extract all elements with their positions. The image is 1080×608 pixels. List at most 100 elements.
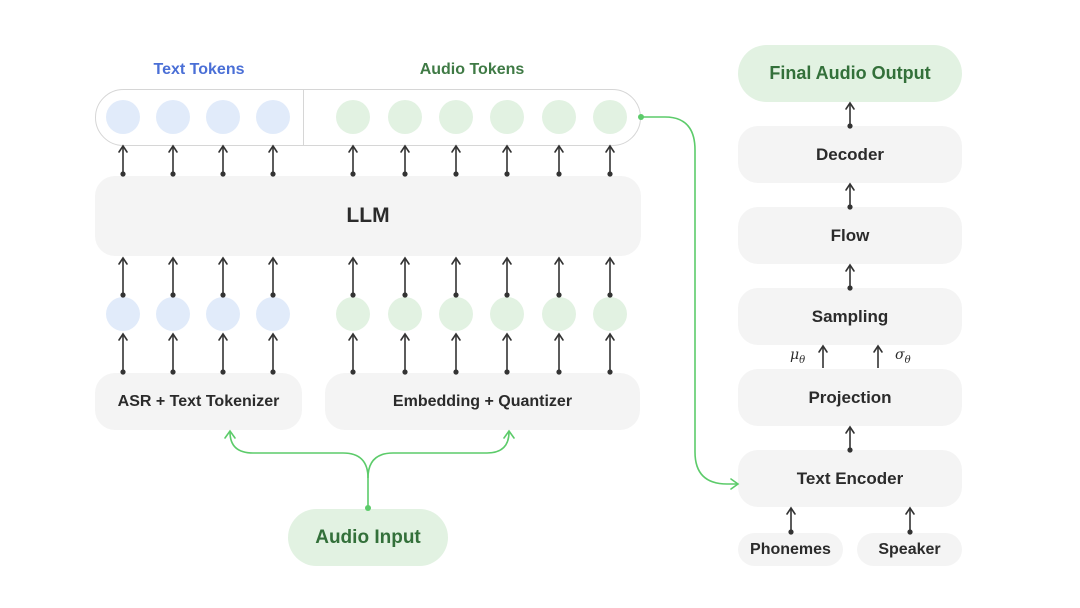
audio-input-to-embedding-connector [367,431,510,479]
asr-text-tokenizer-block: ASR + Text Tokenizer [95,373,302,430]
tokenizer-to-input-token-arrow-tail-dot [220,369,226,375]
output-audio-token [439,100,473,134]
decoder-block: Decoder [738,126,962,183]
audio-input-label: Audio Input [315,526,421,548]
tokenizer-to-input-token-arrow-tail-dot [402,369,408,375]
llm-to-output-token-arrow-head [218,144,228,153]
llm-to-output-token-arrow-tail-dot [607,171,613,177]
embedding-quantizer-label: Embedding + Quantizer [392,392,573,410]
output-audio-token [388,100,422,134]
phonemes-to-encoder-arrow-head [786,506,796,515]
text-encoder-to-projection-arrow-tail-dot [847,447,853,453]
input-token-to-llm-arrow-head [400,256,410,265]
output-audio-token [542,100,576,134]
llm-to-output-token-arrow-head [400,144,410,153]
decoder-label: Decoder [815,144,885,164]
sigma-symbol: σ [895,347,905,363]
tokenizer-to-input-token-arrow-head [451,332,461,341]
input-audio-token [593,297,627,331]
audio-input-block: Audio Input [288,509,448,566]
sigma-theta-label: σθ [895,347,911,366]
projection-label: Projection [808,387,892,407]
asr-arrow-head [224,429,236,439]
input-token-to-llm-arrow-tail-dot [607,292,613,298]
input-token-to-llm-arrow-head [502,256,512,265]
decoder-to-output-arrow-head [845,101,855,110]
audio-tokens-label: Audio Tokens [419,61,525,78]
tokenizer-to-input-token-arrow-tail-dot [556,369,562,375]
speaker-block: Speaker [857,533,962,566]
llm-to-output-token-arrow-tail-dot [504,171,510,177]
llm-to-output-token-arrow-tail-dot [556,171,562,177]
final-audio-output-label: Final Audio Output [769,63,931,83]
input-text-token [256,297,290,331]
phonemes-label: Phonemes [750,540,831,558]
input-token-to-llm-arrow-tail-dot [120,292,126,298]
final-audio-output-block: Final Audio Output [738,45,962,102]
input-text-token [156,297,190,331]
llm-to-output-token-arrow-tail-dot [402,171,408,177]
llm-block: LLM [95,176,641,256]
input-token-to-llm-arrow-head [451,256,461,265]
input-token-to-llm-arrow-tail-dot [170,292,176,298]
tokenizer-to-input-token-arrow-tail-dot [453,369,459,375]
embedding-arrow-head [503,429,515,439]
token-strip-divider [303,90,304,145]
flow-to-decoder-arrow-tail-dot [847,204,853,210]
input-token-to-llm-arrow-head [348,256,358,265]
flow-block: Flow [738,207,962,264]
llm-to-output-token-arrow-tail-dot [120,171,126,177]
sampling-label: Sampling [811,306,889,326]
llm-to-output-token-arrow-head [605,144,615,153]
text-encoder-to-projection-arrow-head [845,425,855,434]
audio-input-to-asr-connector [229,431,369,508]
asr-text-tokenizer-label: ASR + Text Tokenizer [117,392,280,410]
output-text-token [106,100,140,134]
input-token-to-llm-arrow-tail-dot [453,292,459,298]
llm-to-output-token-arrow-tail-dot [220,171,226,177]
tokenizer-to-input-token-arrow-tail-dot [350,369,356,375]
mu-subscript: θ [799,354,806,366]
tokenizer-to-input-token-arrow-head [268,332,278,341]
decoder-to-output-arrow-tail-dot [847,123,853,129]
tokenizer-to-input-token-arrow-tail-dot [270,369,276,375]
input-audio-token [542,297,576,331]
tokenizer-to-input-token-arrow-head [502,332,512,341]
tokenizer-to-input-token-arrow-tail-dot [170,369,176,375]
input-token-to-llm-arrow-tail-dot [556,292,562,298]
output-text-token [256,100,290,134]
tokenizer-to-input-token-arrow-head [605,332,615,341]
output-audio-token [490,100,524,134]
input-token-to-llm-arrow-head [268,256,278,265]
phonemes-block: Phonemes [738,533,843,566]
llm-to-output-token-arrow-head [554,144,564,153]
text-tokens-label: Text Tokens [153,61,245,78]
tokenizer-to-input-token-arrow-head [400,332,410,341]
llm-to-output-token-arrow-head [168,144,178,153]
mu-symbol: μ [790,347,800,363]
output-audio-token [336,100,370,134]
output-text-token [206,100,240,134]
llm-to-output-token-arrow-head [118,144,128,153]
mu-arrow-head [818,344,828,353]
sigma-subscript: θ [904,354,911,366]
llm-to-output-token-arrow-tail-dot [453,171,459,177]
tokenizer-to-input-token-arrow-head [554,332,564,341]
input-token-to-llm-arrow-head [605,256,615,265]
input-token-to-llm-arrow-tail-dot [350,292,356,298]
embedding-quantizer-block: Embedding + Quantizer [325,373,640,430]
input-audio-token [490,297,524,331]
input-token-to-llm-arrow-head [168,256,178,265]
audio-input-dot [365,505,371,511]
output-text-token [156,100,190,134]
flow-to-decoder-arrow-head [845,182,855,191]
input-audio-token [336,297,370,331]
llm-to-output-token-arrow-head [268,144,278,153]
llm-to-output-token-arrow-tail-dot [350,171,356,177]
sampling-to-flow-arrow-head [845,263,855,272]
input-text-token [206,297,240,331]
input-token-to-llm-arrow-head [218,256,228,265]
input-token-to-llm-arrow-head [554,256,564,265]
sigma-arrow-head [873,344,883,353]
